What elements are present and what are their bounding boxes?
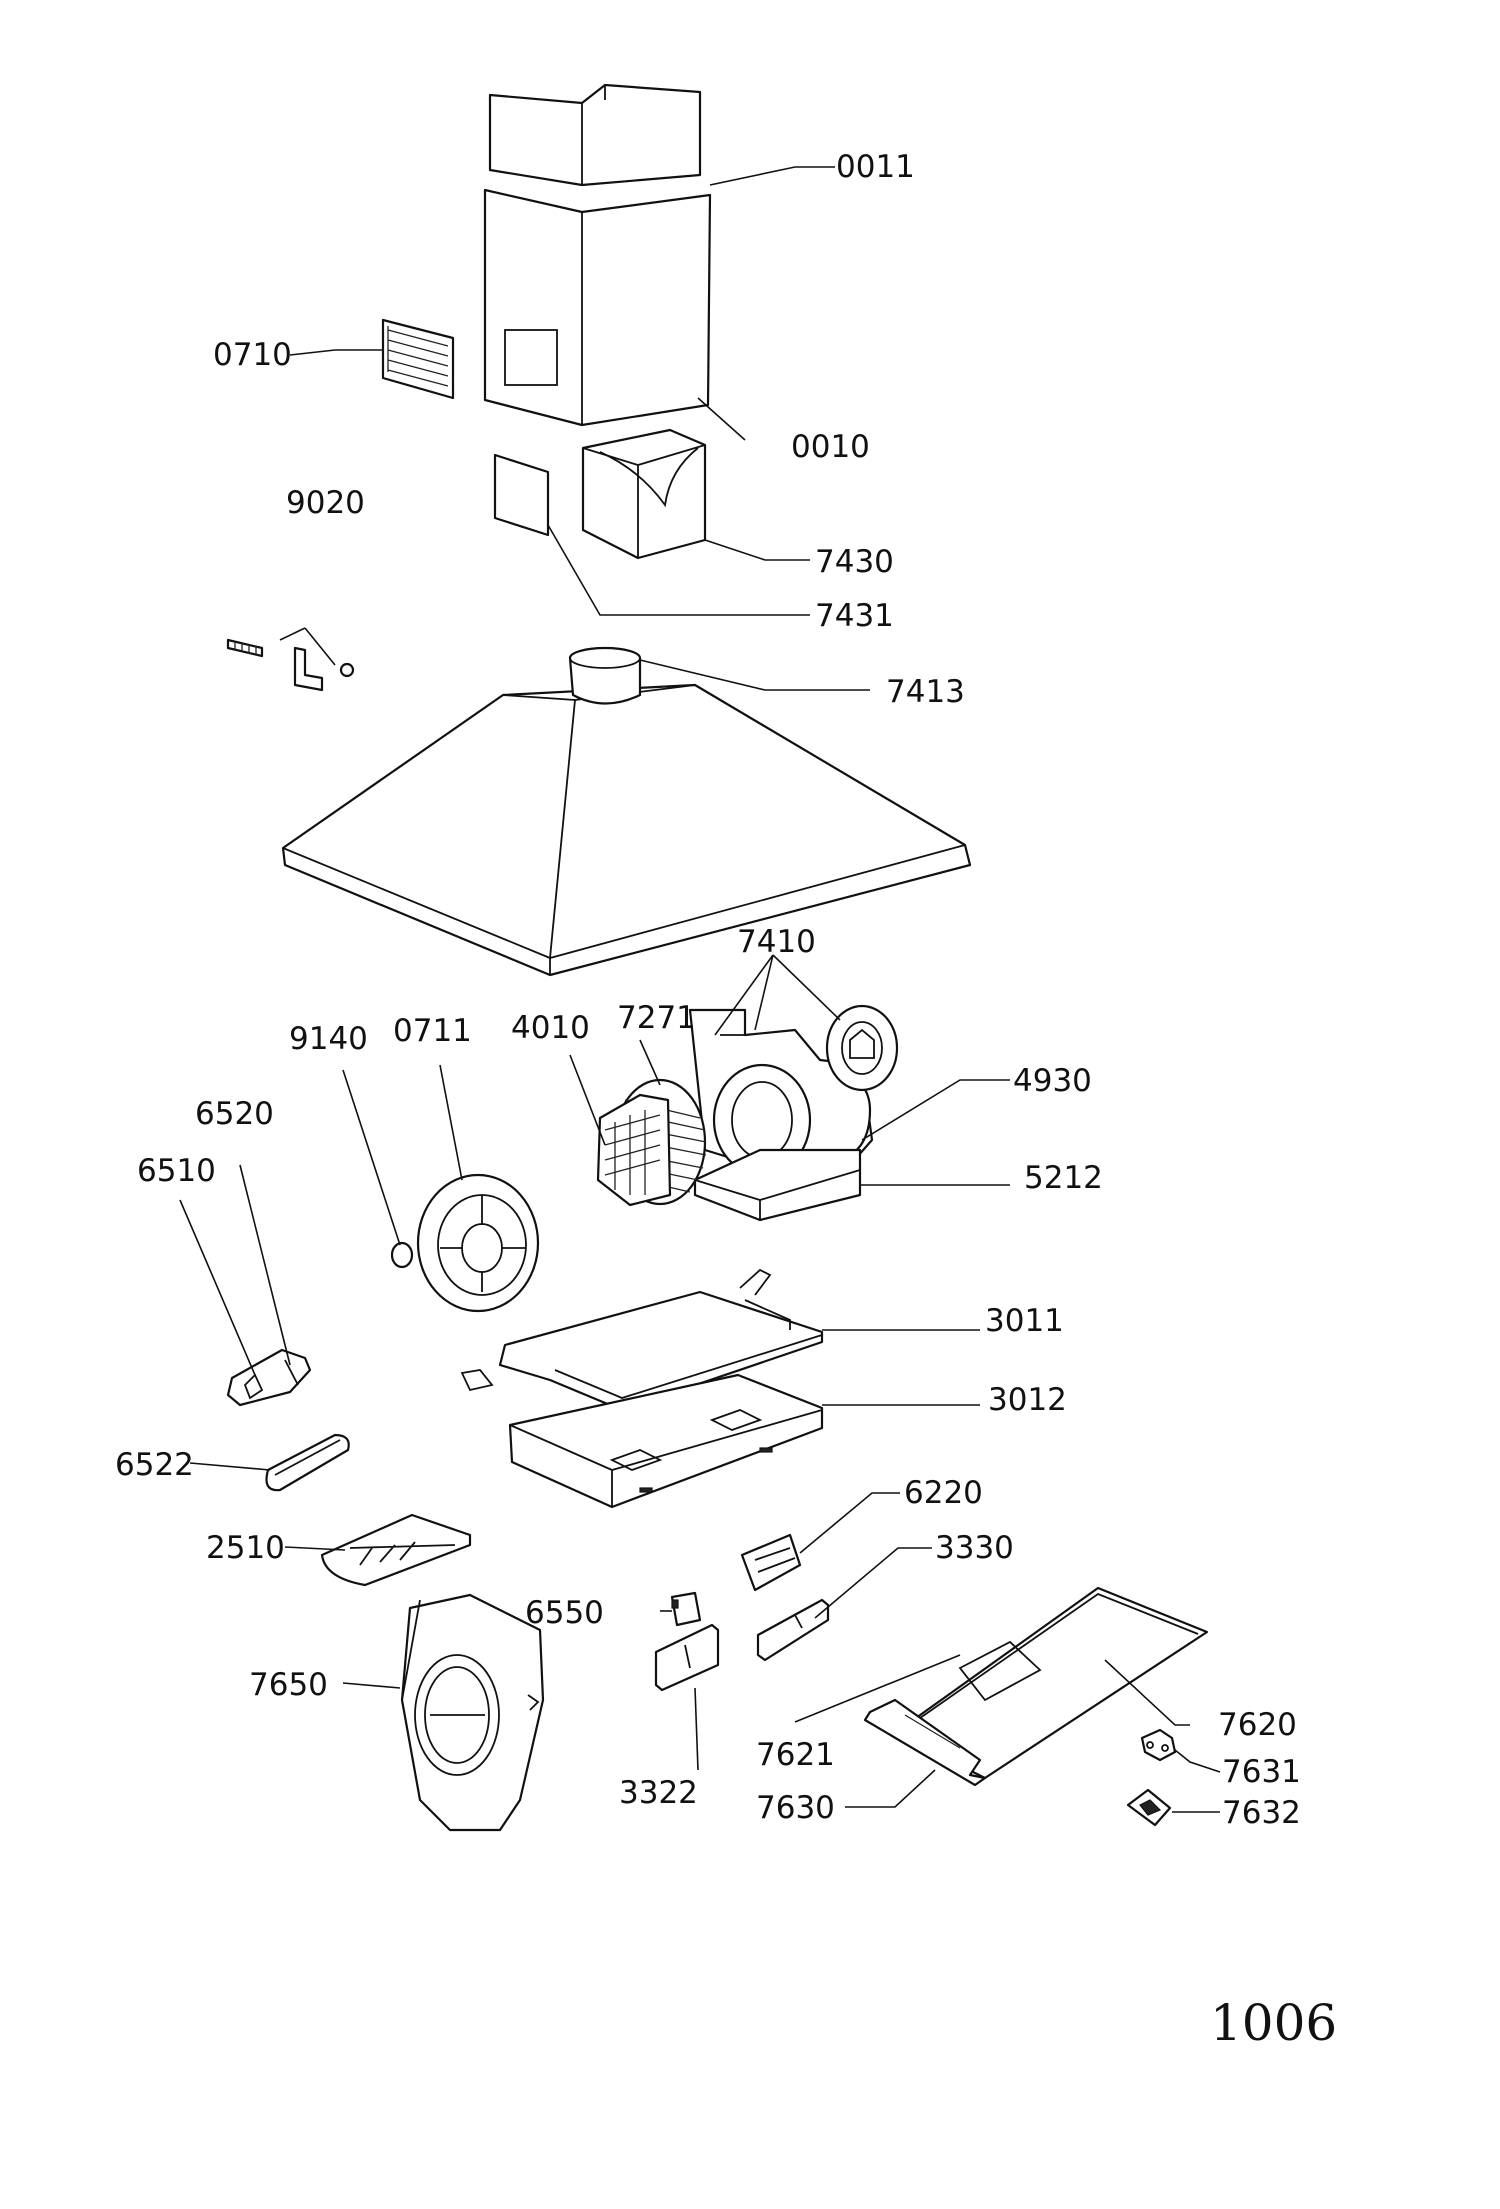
leader-lines [179,166,1221,1813]
label-7650: 7650 [249,1667,328,1703]
knob-9140 [390,1241,414,1269]
filter-3011 [460,1268,824,1412]
label-0010: 0010 [791,429,870,465]
label-6510: 6510 [137,1153,216,1189]
label-6550: 6550 [525,1595,604,1631]
label-2510: 2510 [206,1530,285,1566]
label-4010: 4010 [511,1010,590,1046]
label-3322: 3322 [619,1775,698,1811]
label-6520: 6520 [195,1096,274,1132]
label-7430: 7430 [815,544,894,580]
label-5212: 5212 [1024,1160,1103,1196]
label-7621: 7621 [756,1737,835,1773]
motor-base-5212 [693,1148,862,1222]
label-7271: 7271 [617,1000,696,1036]
grille-0710 [381,318,455,400]
label-7631: 7631 [1222,1754,1301,1790]
filter-frame-3012 [508,1373,824,1509]
clip-7632 [1126,1788,1172,1827]
label-6220: 6220 [904,1475,983,1511]
lamp-6510 [226,1348,312,1407]
clip-7631 [1140,1728,1177,1762]
label-0011: 0011 [836,149,915,185]
label-7632: 7632 [1222,1795,1301,1831]
glass-panel-7630 [863,1698,987,1787]
lamp-holder-6522 [265,1433,350,1492]
label-7620: 7620 [1218,1707,1297,1743]
label-4930: 4930 [1013,1063,1092,1099]
motor-4010 [596,1093,672,1207]
label-7410: 7410 [737,924,816,960]
button-3322 [654,1623,720,1692]
fixing-set-9020 [226,627,355,692]
label-9140: 9140 [289,1021,368,1057]
upper-chimney-part [488,83,702,187]
label-9020: 9020 [286,485,365,521]
label-7413: 7413 [886,674,965,710]
housing-7650 [400,1593,545,1832]
lower-chimney-part [483,188,712,427]
switch-6220 [740,1533,802,1592]
panel-3330 [756,1598,830,1662]
label-7630: 7630 [756,1790,835,1826]
label-3011: 3011 [985,1303,1064,1339]
label-3330: 3330 [935,1530,1014,1566]
hood-canopy-7413 [281,646,972,977]
lamp-cover-0711 [416,1173,540,1313]
switch-6550 [670,1591,702,1627]
motor-ring-7410 [825,1004,899,1092]
page-number: 1006 [1210,1994,1337,2052]
label-7431: 7431 [815,598,894,634]
label-3012: 3012 [988,1382,1067,1418]
light-cover-2510 [320,1513,472,1587]
adapter-7430 [581,428,707,560]
plate-7431 [493,453,550,537]
label-0711: 0711 [393,1013,472,1049]
label-0710: 0710 [213,337,292,373]
label-6522: 6522 [115,1447,194,1483]
